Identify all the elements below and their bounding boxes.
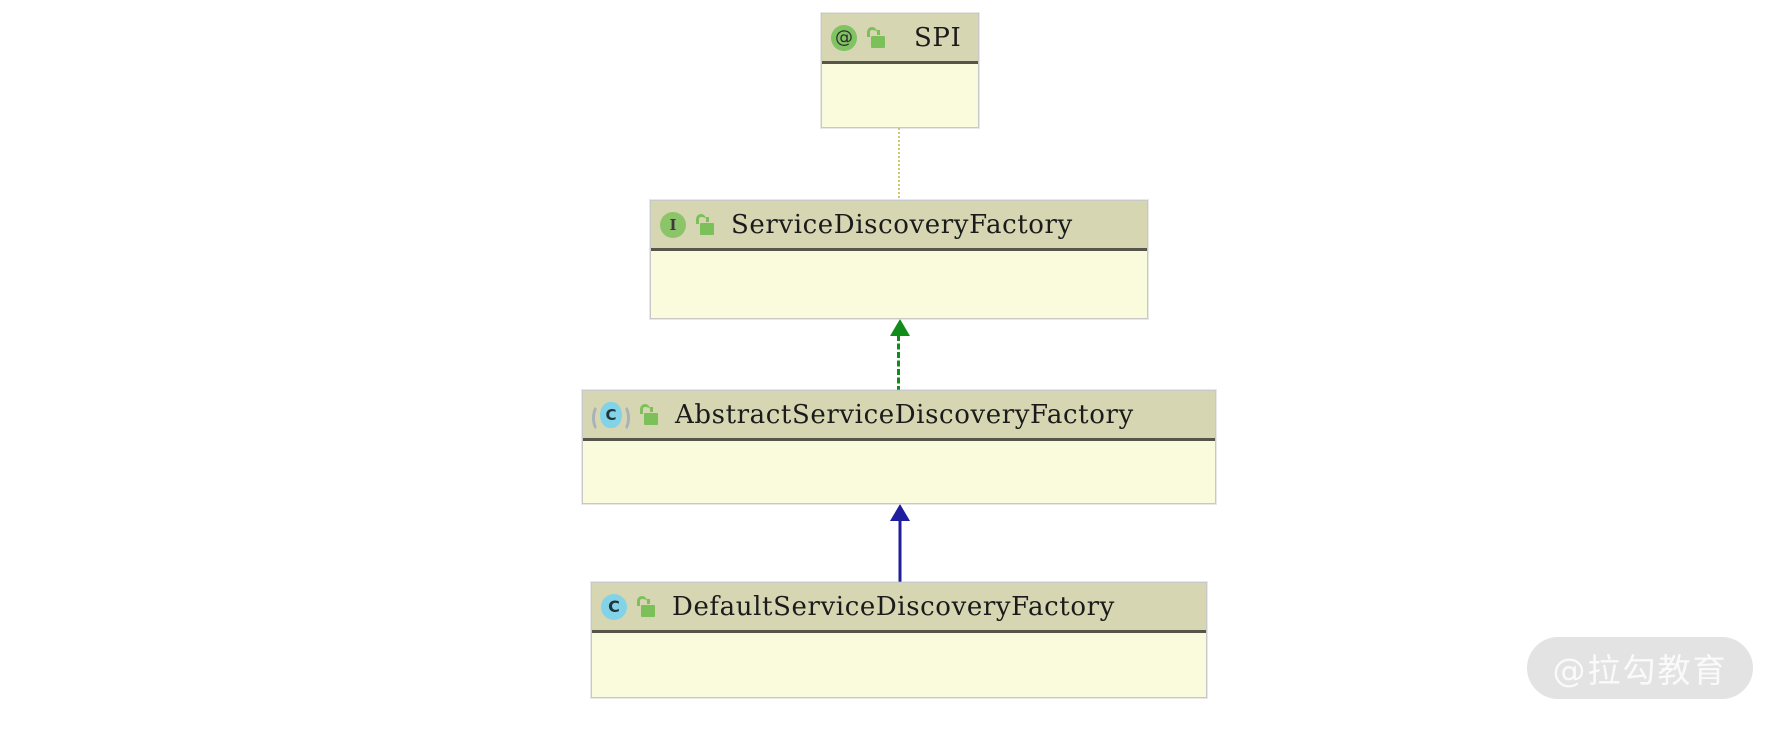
public-open-padlock-icon bbox=[695, 213, 715, 236]
public-open-padlock-icon bbox=[639, 403, 659, 426]
edge-generalization bbox=[889, 504, 911, 583]
uml-node-service-discovery-factory-members bbox=[651, 251, 1147, 317]
uml-node-abstract-service-discovery-factory-members bbox=[583, 441, 1215, 502]
realization-arrowhead-icon bbox=[890, 319, 910, 336]
watermark: @拉勾教育 bbox=[1527, 637, 1753, 699]
annotation-at-icon: @ bbox=[831, 24, 857, 51]
uml-node-service-discovery-factory[interactable]: I ServiceDiscoveryFactory bbox=[650, 200, 1148, 319]
edge-realization bbox=[889, 319, 911, 392]
uml-node-default-service-discovery-factory-title: DefaultServiceDiscoveryFactory bbox=[672, 591, 1115, 622]
uml-node-abstract-service-discovery-factory-title: AbstractServiceDiscoveryFactory bbox=[675, 399, 1134, 430]
uml-node-abstract-service-discovery-factory-header: C AbstractServiceDiscoveryFactory bbox=[583, 391, 1215, 441]
uml-node-spi-header: @ SPI bbox=[822, 14, 978, 64]
uml-node-spi[interactable]: @ SPI bbox=[821, 13, 979, 128]
uml-node-default-service-discovery-factory-header: C DefaultServiceDiscoveryFactory bbox=[592, 583, 1206, 633]
uml-node-abstract-service-discovery-factory[interactable]: C AbstractServiceDiscoveryFactory bbox=[582, 390, 1216, 504]
public-open-padlock-icon bbox=[866, 26, 886, 49]
public-open-padlock-icon bbox=[636, 595, 656, 618]
interface-i-icon: I bbox=[660, 211, 686, 238]
class-c-icon: C bbox=[601, 593, 627, 620]
realization-dashed-line bbox=[897, 335, 903, 392]
generalization-solid-line bbox=[898, 520, 902, 583]
edge-annotation-usage bbox=[889, 128, 911, 202]
uml-node-spi-members bbox=[822, 64, 978, 126]
uml-node-default-service-discovery-factory-members bbox=[592, 633, 1206, 696]
uml-node-spi-title: SPI bbox=[914, 22, 962, 53]
generalization-arrowhead-icon bbox=[890, 504, 910, 521]
uml-node-default-service-discovery-factory[interactable]: C DefaultServiceDiscoveryFactory bbox=[591, 582, 1207, 698]
uml-node-service-discovery-factory-header: I ServiceDiscoveryFactory bbox=[651, 201, 1147, 251]
abstract-class-c-icon: C bbox=[592, 401, 630, 432]
uml-node-service-discovery-factory-title: ServiceDiscoveryFactory bbox=[731, 209, 1073, 240]
annotation-dotted-line bbox=[898, 128, 902, 202]
